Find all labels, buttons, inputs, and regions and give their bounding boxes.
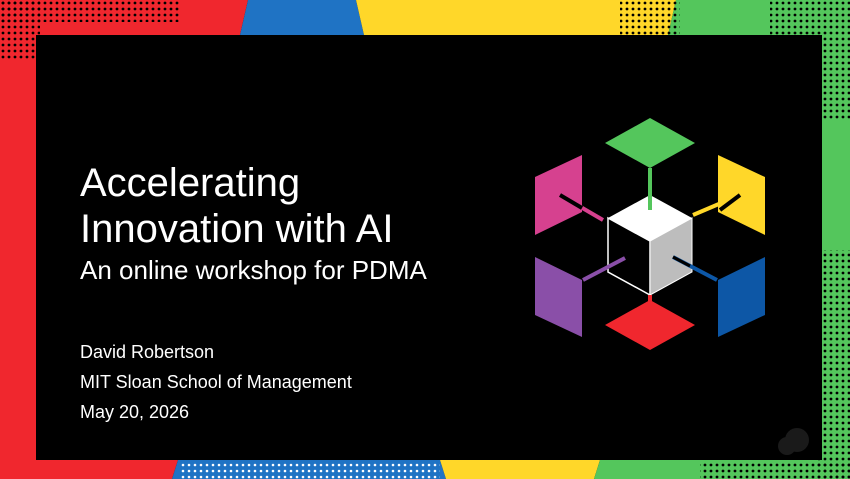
presenter-affiliation: MIT Sloan School of Management: [80, 372, 352, 392]
presenter-name: David Robertson: [80, 342, 215, 362]
title-line-1: Accelerating: [80, 161, 301, 205]
logo-yellow-panel: [718, 155, 765, 235]
logo-cube-right: [650, 218, 692, 295]
slide-subtitle: An online workshop for PDMA: [80, 255, 427, 285]
title-line-2: Innovation with AI: [80, 207, 394, 251]
logo-green-diamond: [605, 118, 695, 168]
logo-purple-panel: [535, 257, 582, 337]
slide-title: Accelerating Innovation with AI: [80, 160, 394, 252]
presentation-date: May 20, 2026: [80, 402, 190, 422]
logo-blue-panel: [718, 257, 765, 337]
ai-cube-logo-icon: [535, 118, 765, 350]
logo-magenta-panel: [535, 155, 582, 235]
logo-red-diamond: [605, 300, 695, 350]
